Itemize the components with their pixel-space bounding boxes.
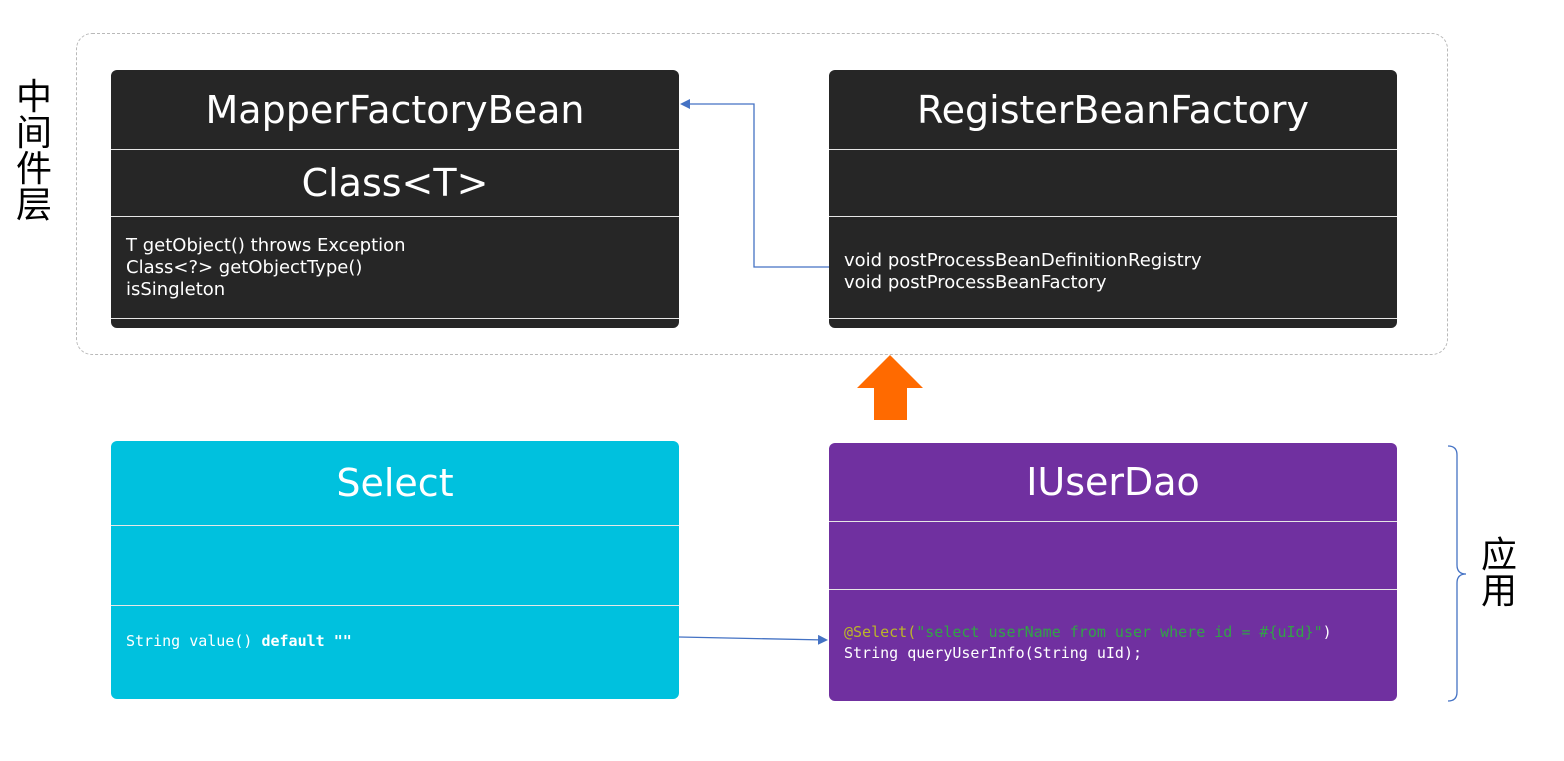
select-to-iuserdao-connector (678, 634, 828, 645)
register-method: void postProcessBeanFactory (844, 271, 1107, 293)
mapper-attribute: Class<T> (111, 150, 679, 217)
orange-up-arrow-icon (857, 355, 923, 420)
iuserdao-annotation: @Select (844, 623, 908, 641)
middleware-label-char: 间 (15, 113, 52, 154)
select-code-keyword: default (261, 631, 325, 650)
iuserdao-paren-close: ) (1322, 623, 1332, 641)
register-methods: void postProcessBeanDefinitionRegistry v… (829, 217, 1397, 319)
iuserdao-annotation-line: @Select("select userName from user where… (844, 622, 1397, 643)
middleware-label-char: 中 (15, 77, 52, 118)
register-attribute (829, 150, 1397, 217)
register-title: RegisterBeanFactory (829, 70, 1397, 150)
select-annotation-box: Select String value() default "" (111, 441, 679, 699)
middleware-layer-label: 中 间 件 层 (14, 80, 54, 224)
mapper-factory-bean-box: MapperFactoryBean Class<T> T getObject()… (111, 70, 679, 328)
iuserdao-paren-open: ( (907, 623, 917, 641)
application-label-char: 用 (1480, 571, 1517, 612)
select-code-line: String value() default "" (126, 631, 679, 652)
register-bean-factory-box: RegisterBeanFactory void postProcessBean… (829, 70, 1397, 328)
mapper-method: T getObject() throws Exception (126, 234, 406, 256)
iuserdao-attribute (829, 522, 1397, 590)
iuserdao-title: IUserDao (829, 443, 1397, 522)
mapper-methods: T getObject() throws Exception Class<?> … (111, 217, 679, 319)
iuserdao-method: String queryUserInfo(String uId); (844, 644, 1143, 662)
select-code-prefix: String value() (126, 631, 262, 650)
select-code: String value() default "" (111, 606, 679, 676)
iuserdao-code: @Select("select userName from user where… (829, 603, 1397, 683)
mapper-title: MapperFactoryBean (111, 70, 679, 150)
application-label-char: 应 (1480, 535, 1517, 576)
iuserdao-annotation-string: "select userName from user where id = #{… (916, 623, 1323, 641)
select-attribute (111, 526, 679, 606)
register-method: void postProcessBeanDefinitionRegistry (844, 249, 1202, 271)
middleware-layer-frame (76, 33, 1448, 355)
middleware-label-char: 件 (15, 149, 52, 190)
middleware-label-char: 层 (15, 185, 52, 226)
application-layer-label: 应 用 (1479, 538, 1519, 610)
select-code-suffix: "" (324, 631, 352, 650)
mapper-method: isSingleton (126, 278, 226, 300)
right-curly-bracket-icon (1447, 445, 1467, 702)
iuserdao-box: IUserDao @Select("select userName from u… (829, 443, 1397, 701)
register-to-mapper-connector (680, 99, 829, 268)
mapper-method: Class<?> getObjectType() (126, 256, 363, 278)
select-title: Select (111, 441, 679, 526)
